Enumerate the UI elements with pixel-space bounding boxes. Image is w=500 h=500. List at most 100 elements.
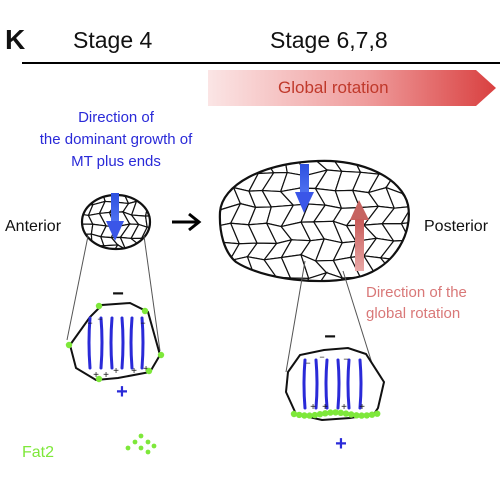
epithelial-cell [166,248,182,260]
microtubule [87,316,92,370]
stage-4-egg-chamber [77,191,185,271]
fat2-punctum [322,410,329,417]
minus-end-marks: −−− [87,314,145,328]
epithelial-cell [264,289,288,310]
epithelial-cell [283,289,306,311]
plus-end-mark: + [359,402,365,413]
epithelial-cell [77,258,95,270]
fat2-punctum [348,411,355,418]
minus-end-marks-late: −−− [305,352,348,368]
fat2-legend-dot [138,433,144,439]
stage-4-minus-sign: − [112,283,124,305]
fat2-punctum [290,410,298,418]
epithelial-cell [298,271,329,282]
epithelial-cell [397,259,409,276]
epithelial-cell [418,259,446,275]
microtubule [336,358,341,410]
epithelial-cell [379,257,409,278]
epithelial-cell [230,292,256,311]
fat2-punctum [95,375,103,383]
epithelial-cell [155,234,174,248]
epithelial-cell [99,257,116,271]
epithelial-cell [300,290,324,311]
global-rotation-banner [208,70,496,106]
epithelial-cell [155,225,172,238]
fat2-punctum [157,351,165,359]
minus-end-mark: − [140,318,145,328]
fat2-punctum [368,411,376,418]
minus-end-mark: − [87,318,92,328]
epithelial-cell [385,186,409,209]
microtubule [314,358,319,410]
rotation-direction-line-1: Direction of the [366,284,467,301]
epithelial-cell [167,234,182,249]
epithelial-cell [397,239,409,262]
fat2-legend-dot [125,445,131,451]
epithelial-cell [400,205,409,225]
epithelial-cell [219,160,238,176]
epithelial-cell [248,275,278,282]
stage-4-title: Stage 4 [73,27,152,53]
epithelial-cell [154,257,171,271]
mt-direction-line-3: MT plus ends [71,153,161,170]
epithelial-cell [402,160,409,175]
epithelial-cell [219,273,239,282]
epithelial-cell [164,191,185,203]
fat2-punctum [342,410,350,417]
microtubule [99,316,104,370]
fat2-legend-dot [145,449,151,455]
epithelial-cell [154,246,173,259]
epithelial-cell [227,160,260,176]
fat2-punctum [145,367,153,375]
stage-4-plus-sign: + [116,381,128,403]
fat2-punctum [296,411,303,419]
epithelial-cell [229,273,256,282]
epithelial-cell [313,271,344,282]
global-rotation-arrow [350,200,369,271]
fat2-punctum [306,412,313,419]
mt-growth-arrow [106,193,124,241]
epithelial-cell [418,244,441,261]
anterior-label: Anterior [5,218,62,235]
microtubule [140,316,145,370]
epithelial-cell [167,202,185,216]
fat2-punctum [327,409,334,416]
plus-end-mark: + [143,364,149,375]
epithelial-cell [166,257,182,270]
epithelial-cell [282,277,310,282]
fat2-punctum [311,411,318,419]
fat2-punctum [95,302,103,310]
fat2-legend-dot [138,445,144,451]
epithelial-cell [417,191,440,207]
fat2-punctum [301,412,308,419]
epithelial-cell [262,276,292,282]
epithelial-cell [249,295,272,310]
stage-678-title: Stage 6,7,8 [270,27,388,53]
plus-end-mark: + [93,370,99,381]
fat2-legend-swatch [125,433,157,455]
fat2-legend-dot [145,439,151,445]
stage-4-cell-zoom: −−− +++++ [65,301,165,383]
stage-transition-arrow [172,212,202,232]
plus-end-mark: + [341,402,347,413]
stage-678-plus-sign: + [335,433,347,455]
minus-end-mark: − [319,352,324,362]
epithelial-cell [142,195,150,204]
epithelial-cell [109,256,130,271]
epithelial-cell [144,214,150,228]
epithelial-cell [315,290,339,311]
posterior-label: Posterior [424,218,489,235]
epithelial-cell [417,153,444,173]
microtubule [324,358,329,410]
stage-678-cell-zoom: −−− ++++ [284,346,386,422]
microtubule-bundle [87,316,145,370]
epithelial-cell [90,257,107,270]
fat2-punctum [337,409,344,416]
fat2-legend-label: Fat2 [22,444,54,461]
fat2-punctum [353,412,360,419]
plus-end-marks: +++++ [93,364,149,381]
microtubule [120,316,125,370]
fat2-punctum [141,307,149,315]
plus-end-mark: + [131,366,137,377]
